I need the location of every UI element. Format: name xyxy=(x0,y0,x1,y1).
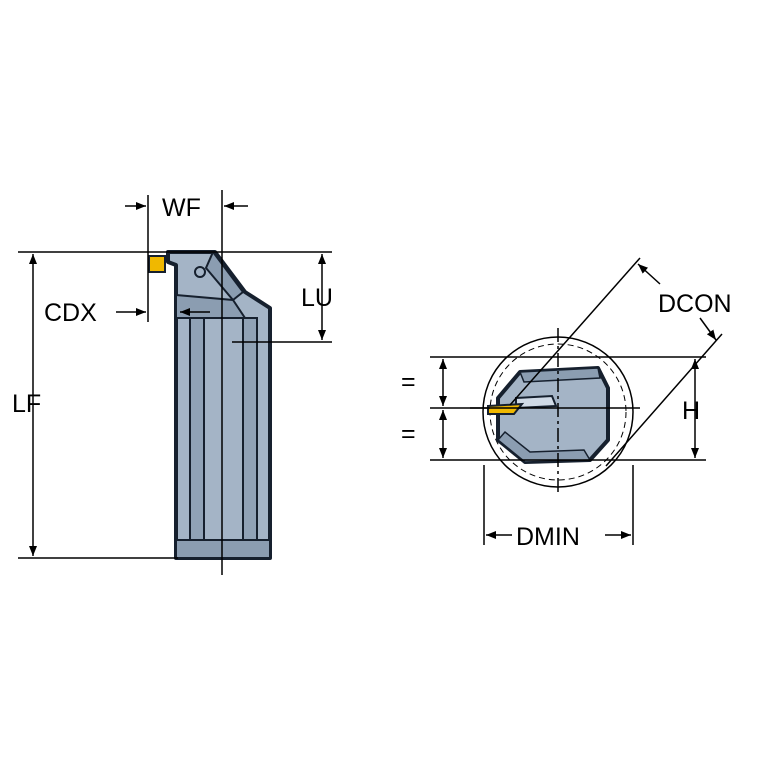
end-view: = = H DMIN DCON xyxy=(401,257,732,551)
side-view: WF CDX LU LF xyxy=(12,190,333,575)
shank-flat-right xyxy=(242,317,258,549)
section-facet-bottom xyxy=(496,430,592,463)
label-eq-top: = xyxy=(401,368,416,396)
dcon-arrow-top xyxy=(637,263,661,285)
label-h: H xyxy=(682,397,700,425)
shank-flat-left xyxy=(189,317,205,549)
clamp-screw xyxy=(194,266,206,278)
insert-seat xyxy=(515,394,558,410)
ref-line-dcon-upper xyxy=(509,257,641,406)
label-lu: LU xyxy=(301,284,333,312)
dcon-arrow-bottom xyxy=(699,317,717,341)
label-wf: WF xyxy=(162,194,201,222)
shank-bottom-band xyxy=(175,539,271,559)
label-dmin: DMIN xyxy=(516,523,580,551)
label-lf: LF xyxy=(12,390,41,418)
label-cdx: CDX xyxy=(44,299,97,327)
cutting-insert xyxy=(148,255,166,273)
label-dcon: DCON xyxy=(658,290,732,318)
label-eq-bottom: = xyxy=(401,420,416,448)
ref-line-dcon-lower xyxy=(605,333,723,467)
